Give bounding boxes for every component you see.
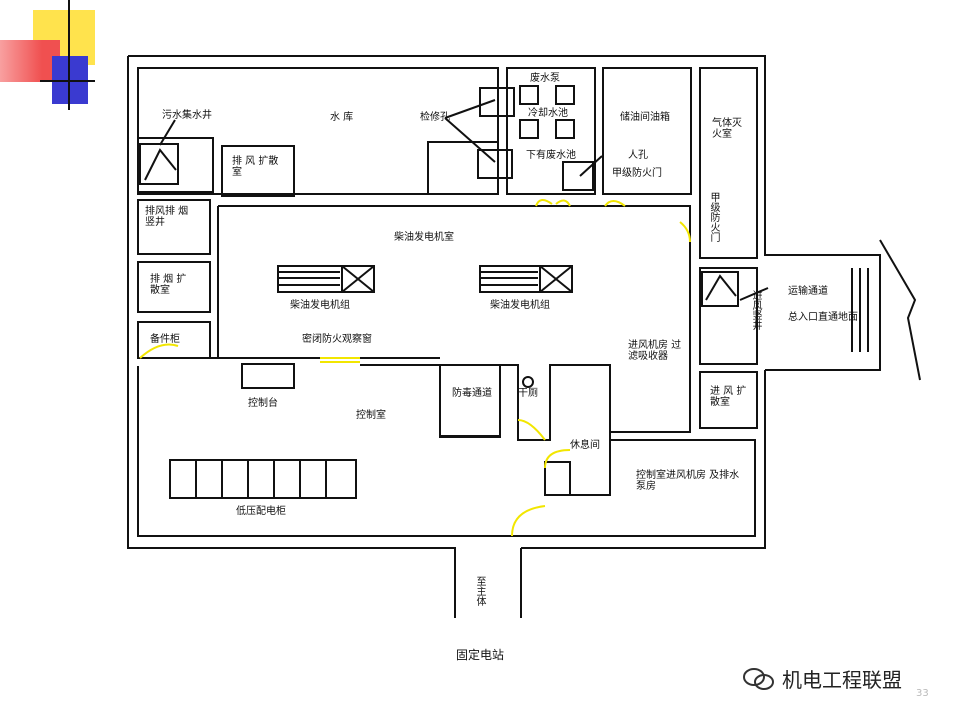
label-gas-fire-room: 气体灭火室: [712, 118, 742, 140]
label-console: 控制台: [248, 398, 278, 409]
label-filter-room: 进风机房 过滤吸收器: [628, 340, 682, 362]
label-transport-path: 运输通道: [788, 286, 828, 297]
watermark-text: 机电工程联盟: [782, 668, 902, 692]
label-exhaust-room: 排 风 扩散室: [232, 156, 279, 178]
label-reservoir: 水 库: [330, 112, 354, 123]
label-main-corridor: 至主体: [474, 576, 485, 606]
label-cooling-pool: 冷却水池: [528, 108, 568, 119]
label-oil-room: 储油间油箱: [620, 112, 670, 123]
label-manhole: 人孔: [628, 150, 648, 161]
label-generator-hall: 柴油发电机室: [394, 232, 454, 243]
page-number: 33: [916, 688, 929, 699]
corner-hline: [40, 80, 95, 82]
label-anti-gas: 防毒通道: [452, 388, 492, 399]
station-title: 固定电站: [456, 648, 505, 662]
label-blast-door-b: 甲级防火门: [708, 192, 719, 242]
label-gen-set-2: 柴油发电机组: [490, 300, 550, 311]
corner-vline: [68, 0, 70, 110]
label-entrance: 总入口直通地面: [788, 312, 858, 323]
label-smoke-room: 排 烟 扩散室: [150, 274, 187, 296]
label-control-room: 控制室: [356, 410, 386, 421]
label-exhaust-smoke-well: 排风排 烟竖井: [145, 206, 189, 228]
label-window: 密闭防火观察窗: [302, 334, 372, 345]
label-blast-door-a: 甲级防火门: [612, 168, 662, 179]
label-access-hole: 检修孔: [420, 112, 450, 123]
label-waste-pool: 下有废水池: [526, 150, 576, 161]
label-lv-cabinet: 低压配电柜: [236, 506, 286, 517]
wechat-icon: [743, 668, 774, 690]
label-rest-room: 休息间: [570, 440, 600, 451]
label-intake-shaft: 进风竖井: [750, 290, 761, 330]
label-waste-pump: 废水泵: [530, 73, 560, 84]
reservoir-room: [137, 67, 499, 195]
label-intake-room: 进 风 扩散室: [710, 386, 747, 408]
label-spare-cabinet: 备件柜: [150, 334, 180, 345]
label-gen-set-1: 柴油发电机组: [290, 300, 350, 311]
corner-red-square: [0, 40, 60, 82]
label-sewage-well: 污水集水井: [162, 110, 212, 121]
label-dry-toilet: 干厕: [518, 388, 538, 399]
label-control-fan-room: 控制室进风机房 及排水泵房: [636, 470, 740, 492]
